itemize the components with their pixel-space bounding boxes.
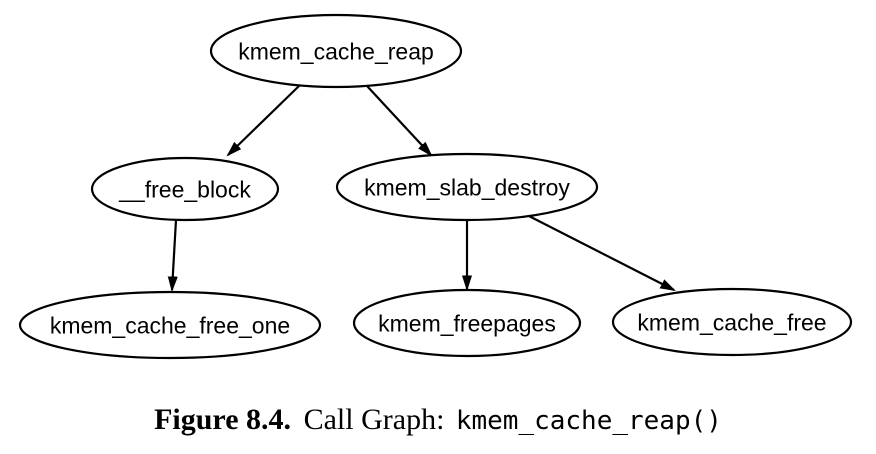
node-free_block: __free_block bbox=[90, 156, 280, 222]
node-kmem_freepages: kmem_freepages bbox=[352, 288, 582, 358]
node-label-free_block: __free_block bbox=[118, 176, 251, 202]
node-label-kmem_cache_free: kmem_cache_free bbox=[637, 309, 826, 335]
edge-kmem_cache_reap-to-kmem_slab_destroy bbox=[366, 85, 431, 155]
nodes-layer: kmem_cache_reap __free_block kmem_slab_des… bbox=[18, 13, 853, 360]
node-kmem_cache_free_one: kmem_cache_free_one bbox=[18, 290, 322, 360]
edge-free_block-to-kmem_cache_free_one bbox=[172, 219, 176, 290]
node-ellipse-free_block bbox=[90, 156, 280, 222]
node-label-kmem_cache_free_one: kmem_cache_free_one bbox=[50, 312, 290, 338]
node-kmem_cache_reap: kmem_cache_reap bbox=[209, 13, 463, 89]
node-ellipse-kmem_freepages bbox=[352, 288, 582, 358]
call-graph-svg: kmem_cache_reap __free_block kmem_slab_des… bbox=[18, 13, 853, 360]
node-label-kmem_freepages: kmem_freepages bbox=[378, 310, 556, 336]
node-ellipse-kmem_cache_free bbox=[611, 287, 853, 357]
edges-layer bbox=[172, 85, 674, 291]
node-label-kmem_slab_destroy: kmem_slab_destroy bbox=[364, 174, 570, 200]
node-ellipse-kmem_cache_free_one bbox=[18, 290, 322, 360]
node-kmem_slab_destroy: kmem_slab_destroy bbox=[335, 152, 599, 222]
node-ellipse-kmem_cache_reap bbox=[209, 13, 463, 89]
caption-text: Call Graph: bbox=[303, 403, 445, 436]
node-kmem_cache_free: kmem_cache_free bbox=[611, 287, 853, 357]
edge-kmem_cache_reap-to-free_block bbox=[228, 85, 300, 155]
figure-label: Figure 8.4. bbox=[154, 403, 292, 436]
caption-code: kmem_cache_reap() bbox=[455, 406, 722, 436]
figure-caption: Figure 8.4. Call Graph: kmem_cache_reap() bbox=[0, 403, 876, 437]
node-ellipse-kmem_slab_destroy bbox=[335, 152, 599, 222]
edge-kmem_slab_destroy-to-kmem_cache_free bbox=[524, 213, 674, 291]
node-label-kmem_cache_reap: kmem_cache_reap bbox=[238, 38, 434, 64]
